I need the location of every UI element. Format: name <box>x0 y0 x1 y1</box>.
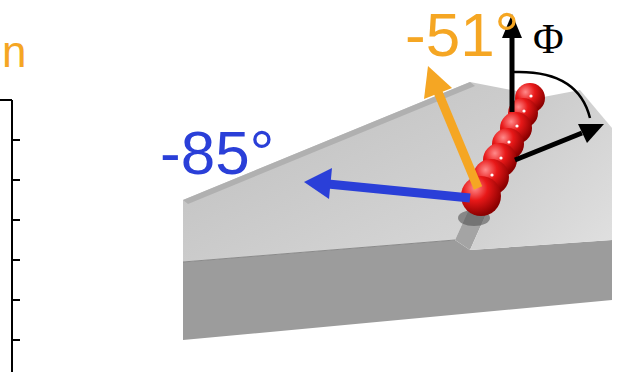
angle-label: -85° <box>160 122 274 184</box>
angle-symbol: Φ <box>533 18 564 60</box>
cropped-label: n <box>2 30 26 74</box>
blue-arrow <box>304 168 470 199</box>
angle-label: -51° <box>405 4 519 66</box>
orange-arrow <box>424 66 478 188</box>
molecule-axis-arrow <box>515 124 604 160</box>
stepped-surface <box>183 82 612 340</box>
chart-frame-fragment <box>0 100 20 372</box>
angle-arc <box>514 72 590 118</box>
